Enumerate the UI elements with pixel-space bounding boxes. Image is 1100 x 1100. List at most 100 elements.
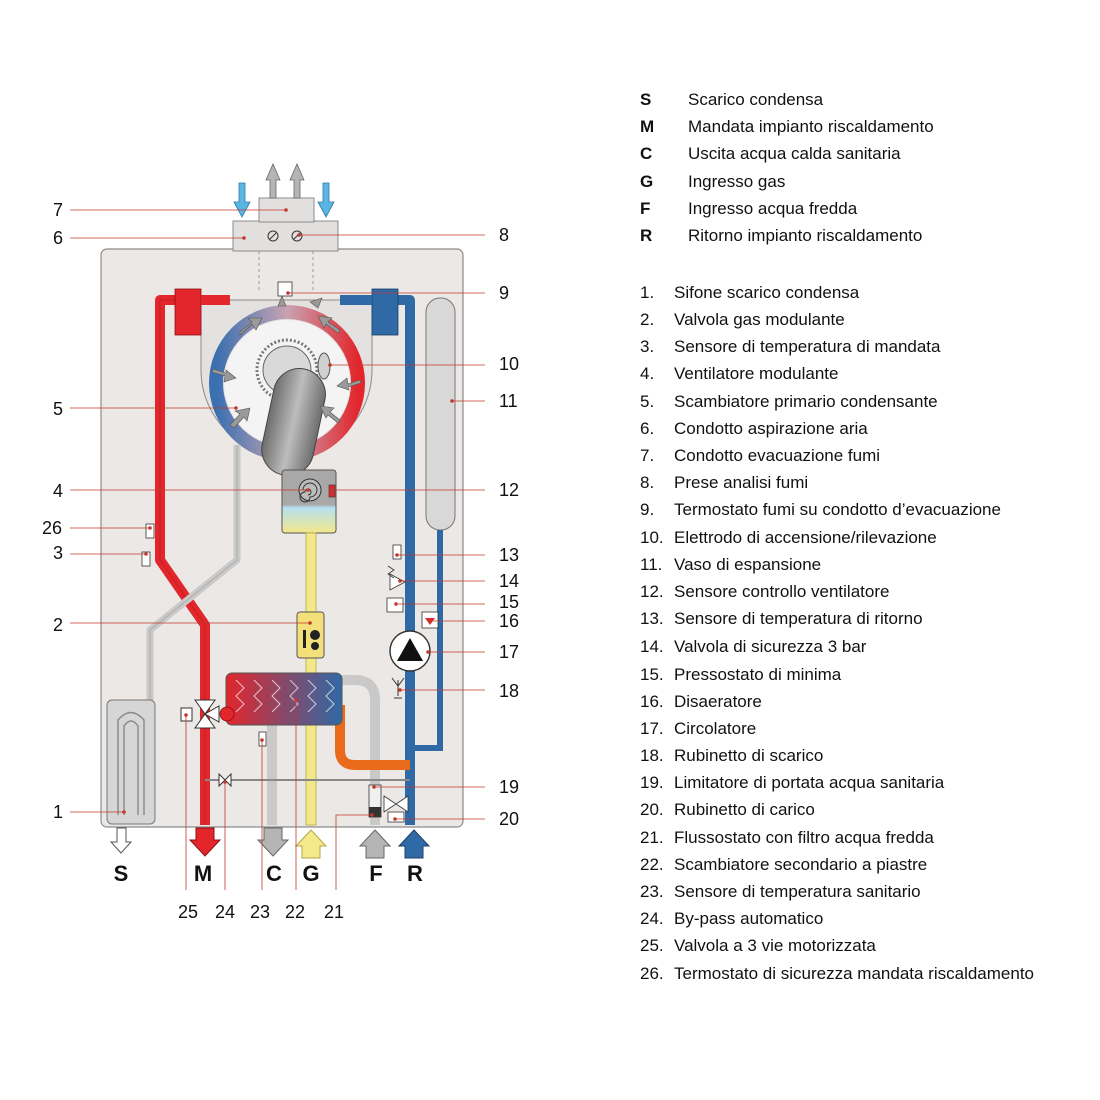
legend-label: Elettrodo di accensione/rilevazione: [674, 528, 937, 547]
legend-label: Rubinetto di scarico: [674, 746, 824, 765]
legend-num: 21.: [640, 828, 664, 847]
flow-safety-thermostat: [145, 523, 155, 539]
flow-manifold: [174, 288, 202, 336]
legend-key: M: [640, 117, 655, 136]
callout-11: 11: [499, 391, 518, 411]
legend-component-row: 24.By-pass automatico: [640, 908, 823, 930]
callout-13: 13: [499, 545, 519, 565]
callout-17: 17: [499, 642, 519, 662]
legend-key: R: [640, 226, 653, 245]
legend-num: 5.: [640, 392, 655, 411]
secondary-plate-exchanger: [225, 672, 343, 726]
legend-component-row: 13.Sensore di temperatura di ritorno: [640, 608, 923, 630]
connection-label-s: S: [114, 861, 129, 886]
legend-component-row: 8. Prese analisi fumi: [640, 472, 808, 494]
flue-exhaust-arrows: [265, 163, 305, 199]
legend-component-row: 6.Condotto aspirazione aria: [640, 418, 868, 440]
legend-label: Valvola gas modulante: [674, 310, 845, 329]
callout-19: 19: [499, 777, 519, 797]
connection-label-c: C: [266, 861, 282, 886]
legend-key: F: [640, 199, 651, 218]
legend-label: Sifone scarico condensa: [674, 283, 860, 302]
legend-component-row: 1.Sifone scarico condensa: [640, 282, 859, 304]
legend-label: Pressostato di minima: [674, 665, 842, 684]
legend-num: 3.: [640, 337, 655, 356]
callout-15: 15: [499, 592, 519, 612]
legend-component-row: 16. Disaeratore: [640, 691, 762, 713]
legend-label: Prese analisi fumi: [674, 473, 809, 492]
legend-label: Termostato fumi su condotto d’evacuazion…: [674, 500, 1001, 519]
safety-valve: [387, 565, 406, 591]
legend-label: Condotto evacuazione fumi: [674, 446, 881, 465]
legend-desc: Ritorno impianto riscaldamento: [688, 226, 923, 245]
legend-num: 4.: [640, 364, 655, 383]
legend-label: Condotto aspirazione aria: [674, 419, 868, 438]
legend-component-row: 22. Scambiatore secondario a piastre: [640, 854, 927, 876]
flow-switch-filter: [368, 784, 382, 818]
legend-component-row: 2.Valvola gas modulante: [640, 309, 845, 331]
legend-desc: Mandata impianto riscaldamento: [688, 117, 934, 136]
legend-desc: Ingresso acqua fredda: [688, 199, 858, 218]
legend-label: Rubinetto di carico: [674, 800, 815, 819]
legend-connection-row: C Uscita acqua calda sanitaria: [640, 143, 901, 165]
connection-label-f: F: [369, 861, 382, 886]
legend-label: Sensore controllo ventilatore: [674, 582, 890, 601]
legend-num: 22.: [640, 855, 664, 874]
legend-num: 16.: [640, 692, 664, 711]
legend-num: 15.: [640, 665, 664, 684]
legend-num: 14.: [640, 637, 664, 656]
callout-5: 5: [53, 399, 63, 419]
ignition-electrode: [317, 352, 331, 380]
legend-num: 23.: [640, 882, 664, 901]
callout-9: 9: [499, 283, 509, 303]
automatic-bypass: [218, 772, 232, 788]
return-manifold: [371, 288, 399, 336]
legend-label: By-pass automatico: [674, 909, 824, 928]
condensate-siphon: [106, 699, 156, 825]
legend-label: Circolatore: [674, 719, 757, 738]
flow-temp-sensor: [141, 551, 151, 567]
legend-component-row: 14.Valvola di sicurezza 3 bar: [640, 636, 866, 658]
callout-6: 6: [53, 228, 63, 248]
legend-desc: Scarico condensa: [688, 90, 824, 109]
legend-label: Ventilatore modulante: [674, 364, 839, 383]
legend-label: Scambiatore secondario a piastre: [674, 855, 928, 874]
connection-label-m: M: [194, 861, 212, 886]
legend-component-row: 9.Termostato fumi su condotto d’evacuazi…: [640, 499, 1001, 521]
connection-label-g: G: [302, 861, 319, 886]
legend-label: Scambiatore primario condensante: [674, 392, 938, 411]
callout-10: 10: [499, 354, 519, 374]
legend-component-row: 12. Sensore controllo ventilatore: [640, 581, 889, 603]
legend-component-row: 18. Rubinetto di scarico: [640, 745, 823, 767]
legend-component-row: 3.Sensore di temperatura di mandata: [640, 336, 941, 358]
expansion-vessel: [425, 297, 456, 531]
callout-23: 23: [250, 902, 270, 922]
legend-label: Flussostato con filtro acqua fredda: [674, 828, 934, 847]
callout-21: 21: [324, 902, 344, 922]
legend-num: 7.: [640, 446, 655, 465]
connection-label-r: R: [407, 861, 423, 886]
circulator-pump: [389, 630, 431, 672]
legend-num: 18.: [640, 746, 664, 765]
callout-14: 14: [499, 571, 519, 591]
flue-thermostat: [277, 281, 293, 297]
legend-connection-row: R Ritorno impianto riscaldamento: [640, 225, 922, 247]
legend-num: 25.: [640, 936, 664, 955]
legend-component-row: 20.Rubinetto di carico: [640, 799, 815, 821]
legend-component-row: 19.Limitatore di portata acqua sanitaria: [640, 772, 944, 794]
legend-num: 10.: [640, 528, 664, 547]
callout-24: 24: [215, 902, 235, 922]
legend-label: Termostato di sicurezza mandata riscalda…: [674, 964, 1034, 983]
callout-1: 1: [53, 802, 63, 822]
legend-num: 8.: [640, 473, 655, 492]
legend-num: 12.: [640, 582, 664, 601]
legend-component-row: 21. Flussostato con filtro acqua fredda: [640, 827, 934, 849]
connection-arrows: [109, 827, 431, 859]
legend-label: Disaeratore: [674, 692, 762, 711]
callout-3: 3: [53, 543, 63, 563]
legend-desc: Uscita acqua calda sanitaria: [688, 144, 901, 163]
legend-label: Vaso di espansione: [674, 555, 822, 574]
legend-key: C: [640, 144, 653, 163]
callout-25: 25: [178, 902, 198, 922]
